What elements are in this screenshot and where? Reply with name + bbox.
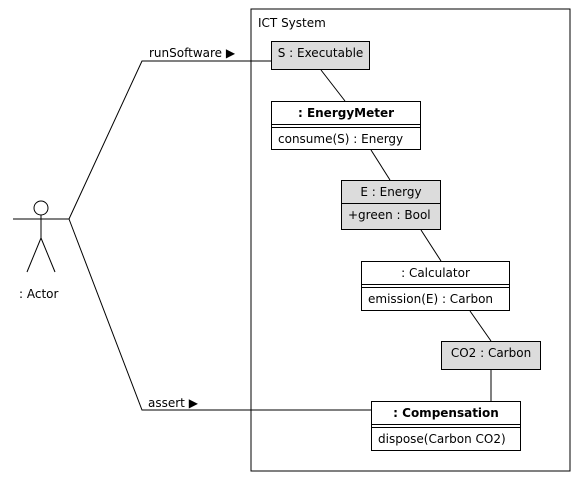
object-carbon: CO2 : Carbon: [441, 341, 541, 370]
system-title: ICT System: [258, 16, 326, 30]
connector-energymeter-energy: [370, 149, 391, 181]
object-energy-attribute: +green : Bool: [348, 208, 431, 222]
actor-label: : Actor: [19, 287, 59, 301]
compartment-divider: [372, 424, 520, 425]
object-executable-name: S : Executable: [277, 46, 364, 60]
object-compensation-name: : Compensation: [393, 406, 499, 420]
object-energy-meter: : EnergyMeter consume(S) : Energy: [271, 101, 421, 150]
object-energy-meter-name: : EnergyMeter: [297, 106, 395, 120]
compartment-divider: [362, 284, 509, 285]
message-run-software: runSoftware ▶: [149, 46, 236, 60]
object-energy-meter-operation: consume(S) : Energy: [278, 132, 404, 146]
compartment-divider: [342, 203, 440, 204]
object-energy: E : Energy +green : Bool: [341, 180, 441, 230]
object-energy-name: E : Energy: [360, 185, 422, 199]
compartment-divider: [272, 127, 420, 128]
compartment-divider: [362, 287, 509, 288]
connector-calculator-carbon: [469, 310, 492, 342]
compartment-divider: [372, 427, 520, 428]
compartment-divider: [272, 124, 420, 125]
object-calculator: : Calculator emission(E) : Carbon: [361, 261, 510, 311]
message-assert: assert ▶: [148, 396, 198, 410]
object-executable: S : Executable: [271, 41, 370, 70]
object-calculator-name: : Calculator: [401, 266, 470, 280]
object-carbon-name: CO2 : Carbon: [450, 346, 532, 360]
system-boundary: [250, 8, 571, 472]
actor-figure: [13, 200, 69, 273]
connector-actor-compensation: [68, 218, 371, 411]
object-calculator-operation: emission(E) : Carbon: [368, 292, 494, 306]
connector-actor-executable: [68, 60, 271, 220]
object-compensation-operation: dispose(Carbon CO2): [378, 432, 506, 446]
object-compensation: : Compensation dispose(Carbon CO2): [371, 401, 521, 451]
connector-energy-calculator: [420, 229, 442, 262]
connector-executable-energymeter: [320, 69, 346, 102]
